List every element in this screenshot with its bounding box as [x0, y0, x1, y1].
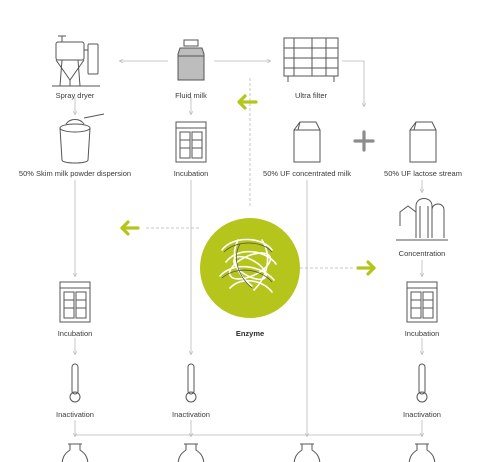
milk-carton-icon [293, 121, 321, 163]
incubator-icon [59, 281, 91, 323]
green-arrow-left-icon [120, 220, 140, 236]
powder-scoop-icon [59, 113, 105, 164]
milk-carton-icon [409, 121, 437, 163]
green-arrow-left-top-icon [237, 94, 258, 110]
incubator-icon [406, 281, 438, 323]
label-uf-lactose: 50% UF lactose stream [384, 169, 462, 178]
arrow-ultrafilter-to-lactose [342, 60, 364, 106]
milk-bottle-icon [408, 443, 436, 462]
label-inactivation-mid: Inactivation [172, 410, 210, 419]
label-uf-concentrated: 50% UF concentrated milk [263, 169, 351, 178]
thermometer-icon [416, 363, 428, 403]
label-incubation-left: Incubation [57, 329, 93, 338]
label-fluid-milk: Fluid milk [175, 91, 207, 100]
plus-icon [353, 130, 375, 152]
enzyme-molecule-icon [200, 218, 300, 318]
label-concentration: Concentration [398, 249, 446, 258]
green-arrow-right-icon [356, 260, 376, 276]
label-spray-dryer: Spray dryer [55, 91, 95, 100]
milk-bottle-icon [61, 443, 89, 462]
incubator-icon [175, 121, 207, 163]
label-skim-dispersion: 50% Skim milk powder dispersion [18, 169, 132, 178]
spray-dryer-icon [52, 35, 100, 87]
milk-bottle-icon [293, 443, 321, 462]
thermometer-icon [185, 363, 197, 403]
thermometer-icon [69, 363, 81, 403]
green-arrows [120, 94, 376, 276]
milk-can-icon [177, 39, 205, 81]
label-incubation-mid: Incubation [173, 169, 209, 178]
evaporator-tanks-icon [396, 198, 448, 241]
connector-lines [75, 61, 422, 436]
label-inactivation-left: Inactivation [56, 410, 94, 419]
label-inactivation-right: Inactivation [403, 410, 441, 419]
label-enzyme: Enzyme [235, 329, 265, 338]
label-incubation-right: Incubation [404, 329, 440, 338]
milk-bottle-icon [177, 443, 205, 462]
label-ultra-filter: Ultra filter [294, 91, 328, 100]
ultra-filter-icon [283, 37, 339, 82]
